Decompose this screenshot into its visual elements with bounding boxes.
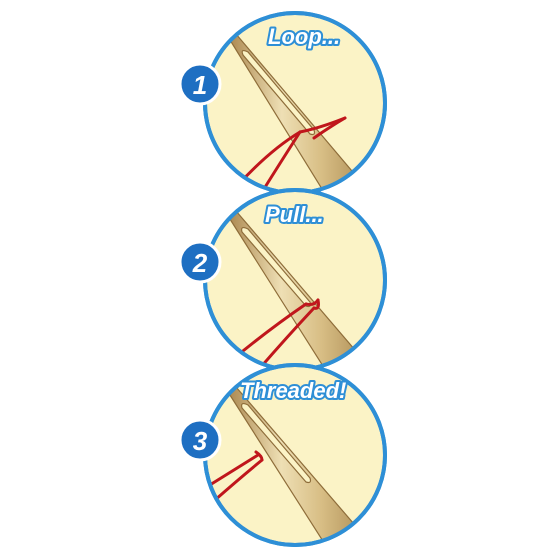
step-1-title: Loop... — [268, 24, 340, 49]
step-1-badge: 1 — [178, 62, 222, 106]
step-2-badge: 2 — [178, 240, 222, 284]
step-3-panel: Threaded! 3 — [178, 363, 387, 547]
step-3-title: Threaded! — [240, 378, 346, 403]
step-2-title: Pull... — [265, 202, 324, 227]
step-1-number: 1 — [193, 70, 207, 100]
step-2-panel: Pull... 2 — [178, 188, 387, 372]
step-1-panel: Loop... 1 — [178, 11, 387, 195]
step-3-badge: 3 — [178, 418, 222, 462]
step-2-number: 2 — [192, 248, 208, 278]
step-3-number: 3 — [193, 426, 208, 456]
